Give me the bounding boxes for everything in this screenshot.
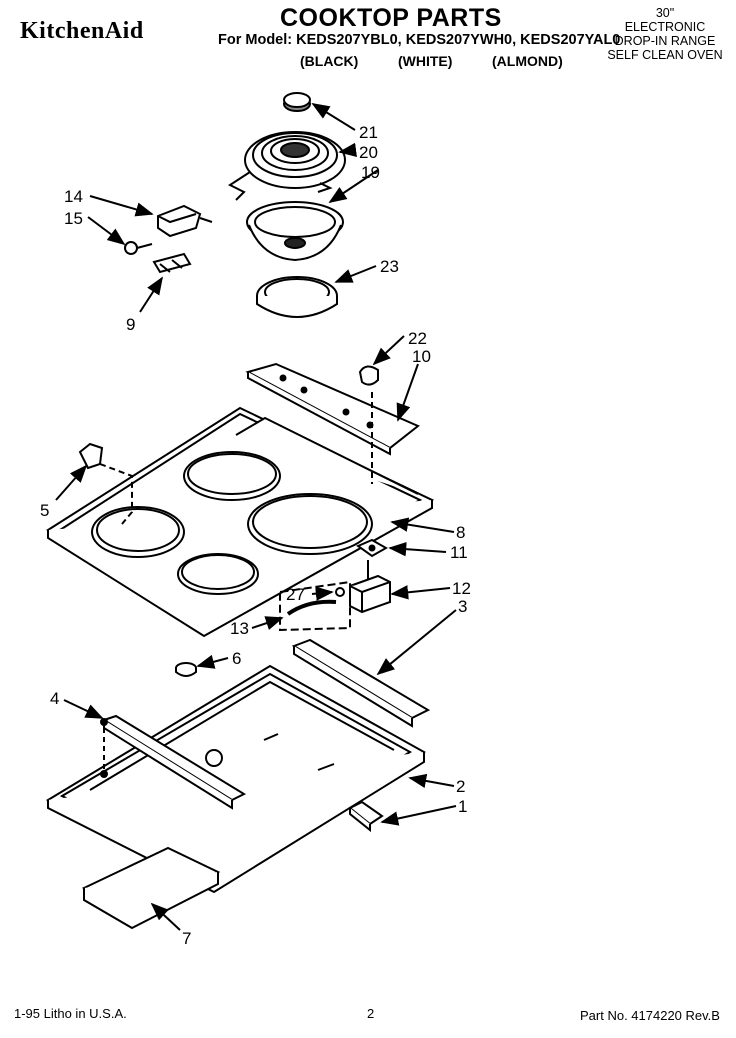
callout-7: 7 [182,929,191,948]
callout-19: 19 [361,163,380,182]
spec-self-clean-oven: SELF CLEAN OVEN [607,48,723,62]
terminal-block-part-9 [152,252,192,274]
model-numbers: For Model: KEDS207YBL0, KEDS207YWH0, KED… [218,32,621,48]
callout-15: 15 [64,209,83,228]
callout-2: 2 [456,777,465,796]
receptacle-bracket-part-14 [157,204,213,238]
knob-cap-part-21 [283,92,311,112]
trim-ring-part-23 [256,276,338,318]
spec-electronic: ELECTRONIC [624,20,706,34]
side-rail-part-3 [291,638,431,728]
surface-element-part-20 [227,131,346,201]
footer-page-number: 2 [367,1006,375,1021]
switch-part-12 [349,560,391,614]
knob-part-22 [358,365,379,386]
color-label-black: (BLACK) [300,53,359,69]
color-label-white: (WHITE) [398,53,453,69]
cooktop-main-top-part-8 [46,406,435,638]
channel-part-7 [81,846,221,930]
callout-11: 11 [450,543,468,562]
callout-27: 27 [286,585,305,604]
color-label-almond: (ALMOND) [492,53,563,69]
footer-part-number: Part No. 4174220 Rev.B [580,1008,720,1023]
front-bracket-part-4 [100,714,247,810]
callout-1: 1 [458,797,467,816]
spec-size: 30" [655,6,675,20]
callout-6: 6 [232,649,241,668]
footer-litho: 1-95 Litho in U.S.A. [14,1006,127,1021]
spec-drop-in-range: DROP-IN RANGE [614,34,716,48]
support-bracket-part-1 [348,800,384,833]
callout-8: 8 [456,523,465,542]
callout-9: 9 [126,315,135,334]
callout-12: 12 [452,579,471,598]
bracket-part-11 [355,538,389,558]
callout-23: 23 [380,257,399,276]
callout-13: 13 [230,619,249,638]
page-title: COOKTOP PARTS [280,4,502,32]
callout-10: 10 [412,347,431,366]
callout-4: 4 [50,689,59,708]
callout-3: 3 [458,597,467,616]
control-panel-part-10 [245,362,420,456]
brand-logo: KitchenAid [20,18,144,44]
callout-20: 20 [359,143,378,162]
callout-14: 14 [64,187,83,206]
callout-21: 21 [359,123,378,142]
grommet-part-6 [175,662,197,677]
screw-part-15 [124,241,153,255]
callout-leaders [55,103,457,931]
drip-bowl-part-19 [246,201,344,262]
callout-5: 5 [40,501,49,520]
callout-22: 22 [408,329,427,348]
